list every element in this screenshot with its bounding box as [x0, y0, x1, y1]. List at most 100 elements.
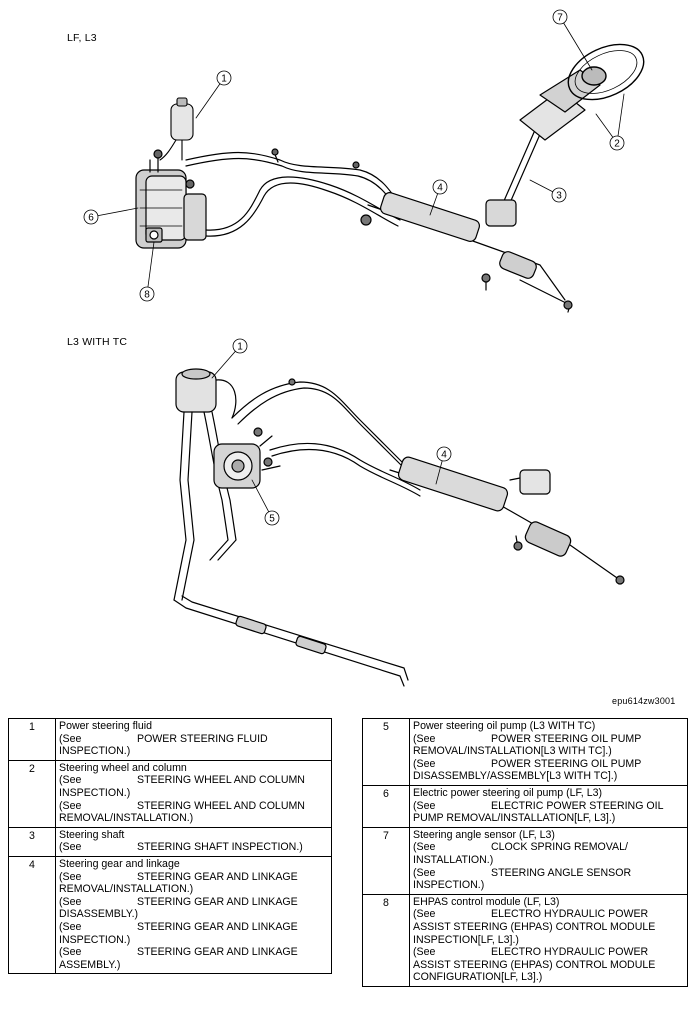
legend-item-title: Steering shaft	[59, 828, 125, 841]
reference-title[interactable]: STEERING SHAFT INSPECTION.)	[137, 841, 303, 854]
reference-title-continued[interactable]: PUMP REMOVAL/INSTALLATION[LF, L3].)	[413, 812, 616, 825]
legend-reference-link[interactable]: (See STEERING GEAR AND LINKAGE	[59, 896, 328, 909]
legend-reference-link[interactable]: (See STEERING GEAR AND LINKAGE	[59, 946, 328, 959]
legend-item-title: EHPAS control module (LF, L3)	[413, 895, 560, 908]
callout-bottom-1: 1	[237, 342, 243, 353]
legend-reference-link[interactable]: (See POWER STEERING OIL PUMP	[413, 733, 684, 746]
see-prefix: (See	[59, 946, 82, 959]
callout-top-4: 4	[437, 183, 443, 194]
reference-title[interactable]: CLOCK SPRING REMOVAL/	[491, 841, 628, 854]
legend-reference-link[interactable]: (See STEERING WHEEL AND COLUMN	[59, 800, 328, 813]
reference-title-continued[interactable]: REMOVAL/INSTALLATION.)	[59, 883, 194, 896]
reference-title-continued[interactable]: REMOVAL/INSTALLATION[L3 WITH TC].)	[413, 745, 612, 758]
reference-title-continued[interactable]: DISASSEMBLY/ASSEMBLY[L3 WITH TC].)	[413, 770, 618, 783]
reference-title[interactable]: ELECTRIC POWER STEERING OIL	[491, 799, 664, 812]
reference-title[interactable]: ELECTRO HYDRAULIC POWER	[491, 946, 649, 959]
callout-top-3: 3	[556, 191, 562, 202]
see-prefix: (See	[59, 841, 82, 854]
see-prefix: (See	[413, 732, 436, 745]
reference-title-continued[interactable]: INSPECTION.)	[59, 786, 131, 799]
legend-item-title: Power steering fluid	[59, 720, 153, 732]
callout-top-2: 2	[614, 139, 620, 150]
legend-number: 1	[8, 718, 56, 761]
see-prefix: (See	[59, 870, 82, 883]
reference-title-continued[interactable]: ASSEMBLY.)	[59, 958, 121, 971]
legend-description: Power steering fluid(See POWER STEERING F…	[55, 718, 332, 761]
reference-title[interactable]: POWER STEERING OIL PUMP	[491, 757, 642, 770]
reference-title[interactable]: STEERING GEAR AND LINKAGE	[137, 870, 298, 883]
reference-title-continued[interactable]: INSPECTION.)	[59, 745, 131, 758]
reference-title[interactable]: STEERING WHEEL AND COLUMN	[137, 774, 305, 787]
see-prefix: (See	[413, 946, 436, 959]
see-prefix: (See	[413, 841, 436, 854]
reference-title-continued[interactable]: ASSIST STEERING (EHPAS) CONTROL MODULE I…	[413, 920, 656, 946]
hoses-right-bottom	[231, 378, 421, 497]
reference-title-continued[interactable]: INSPECTION.)	[413, 879, 485, 892]
legend-item-title: Electric power steering oil pump (LF, L3…	[413, 786, 603, 799]
reference-title[interactable]: POWER STEERING FLUID	[137, 732, 268, 745]
view-label-l3-with-tc: L3 WITH TC	[67, 336, 128, 348]
hoses-top	[185, 148, 401, 237]
reference-title[interactable]: STEERING WHEEL AND COLUMN	[137, 799, 305, 812]
return-line-bottom	[173, 595, 409, 687]
legend-reference-link[interactable]: (See CLOCK SPRING REMOVAL/	[413, 841, 684, 854]
reference-title[interactable]: STEERING GEAR AND LINKAGE	[137, 946, 298, 959]
legend-number: 4	[8, 855, 56, 975]
legend-reference-link[interactable]: (See STEERING WHEEL AND COLUMN	[59, 774, 328, 787]
see-prefix: (See	[59, 732, 82, 745]
reference-title-continued[interactable]: DISASSEMBLY.)	[59, 908, 139, 921]
legend-reference-link[interactable]: (See POWER STEERING FLUID	[59, 733, 328, 746]
steering-system-diagram: 1 2 3 4 6 7 8 1 4 5	[83, 9, 645, 687]
legend-reference-link[interactable]: (See STEERING GEAR AND LINKAGE	[59, 871, 328, 884]
legend-description: EHPAS control module (LF, L3) (See ELECTRO…	[409, 893, 688, 987]
legend-number: 6	[362, 784, 410, 828]
reference-title-continued[interactable]: ASSIST STEERING (EHPAS) CONTROL MODULE C…	[413, 958, 656, 984]
callout-top-1: 1	[221, 74, 227, 85]
legend-item-title: Steering gear and linkage	[59, 857, 180, 870]
reference-title-continued[interactable]: REMOVAL/INSTALLATION.)	[59, 812, 194, 825]
legend-reference-link[interactable]: (See ELECTRO HYDRAULIC POWER	[413, 946, 684, 959]
legend-reference-link[interactable]: (See STEERING SHAFT INSPECTION.)	[59, 841, 328, 854]
reference-title[interactable]: STEERING ANGLE SENSOR	[491, 866, 632, 879]
callout-bottom-5: 5	[269, 514, 275, 525]
legend-item-title: Power steering oil pump (L3 WITH TC)	[413, 720, 596, 732]
callout-top-6: 6	[88, 213, 94, 224]
steering-column-top	[485, 69, 601, 227]
see-prefix: (See	[59, 799, 82, 812]
see-prefix: (See	[59, 774, 82, 787]
legend-number: 2	[8, 759, 56, 828]
legend-item-title: Steering angle sensor (LF, L3)	[413, 828, 555, 841]
reference-title[interactable]: POWER STEERING OIL PUMP	[491, 732, 642, 745]
steering-wheel-top	[567, 43, 645, 101]
reference-title[interactable]: STEERING GEAR AND LINKAGE	[137, 895, 298, 908]
legend-description: Power steering oil pump (L3 WITH TC)(See…	[409, 718, 688, 786]
callouts: 1 2 3 4 6 7 8 1 4 5	[83, 9, 625, 526]
callout-bottom-4: 4	[441, 450, 447, 461]
reference-title[interactable]: STEERING GEAR AND LINKAGE	[137, 920, 298, 933]
legend-item-title: Steering wheel and column	[59, 761, 187, 774]
callout-top-7: 7	[557, 13, 563, 24]
electric-pump-unit	[135, 149, 207, 249]
see-prefix: (See	[59, 895, 82, 908]
reference-title-continued[interactable]: INSTALLATION.)	[413, 853, 494, 866]
steering-rack-bottom	[389, 456, 625, 585]
reference-title[interactable]: ELECTRO HYDRAULIC POWER	[491, 908, 649, 921]
legend-number: 5	[362, 718, 410, 786]
callout-top-8: 8	[144, 290, 150, 301]
reference-title-continued[interactable]: INSPECTION.)	[59, 933, 131, 946]
legend-number: 8	[362, 893, 410, 987]
bottom-view-illustration	[173, 368, 625, 687]
